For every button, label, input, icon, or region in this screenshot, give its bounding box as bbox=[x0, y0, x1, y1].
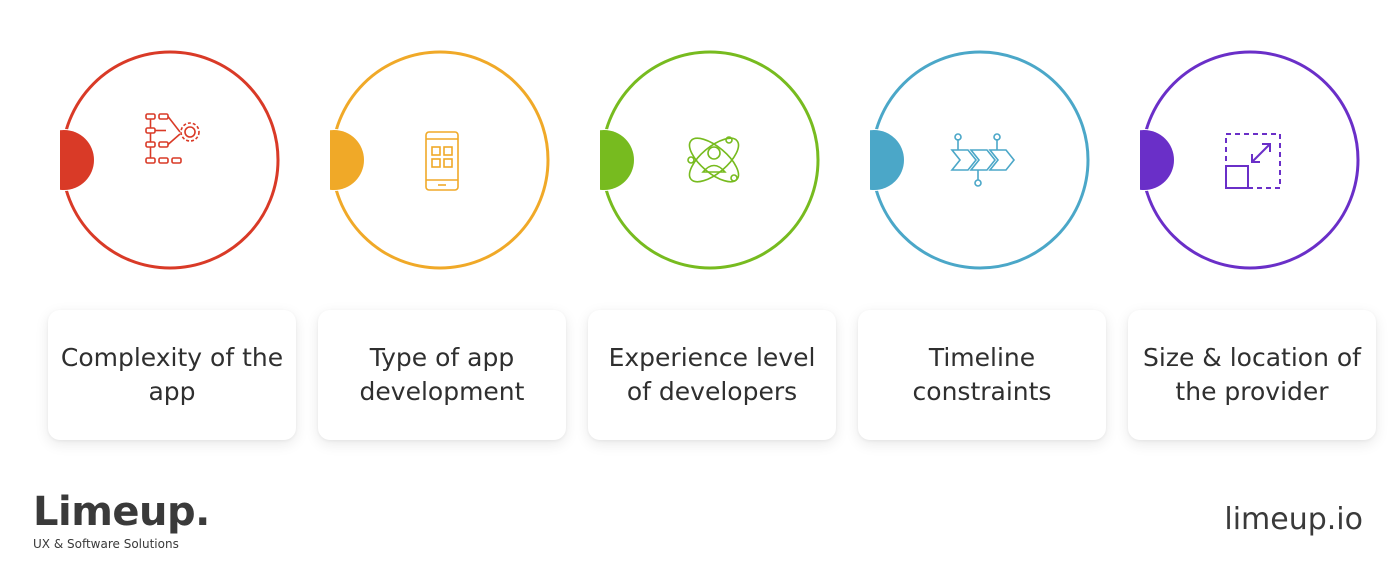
developer-orbit-icon bbox=[687, 136, 740, 183]
factor-ring bbox=[330, 50, 550, 270]
factor-dot bbox=[60, 130, 94, 190]
factor-ring bbox=[600, 50, 820, 270]
workflow-gear-icon bbox=[145, 113, 200, 164]
factor-card: Type of app development bbox=[318, 310, 566, 440]
factor-dot bbox=[870, 130, 904, 190]
factor-card: Complexity of the app bbox=[48, 310, 296, 440]
factor-ring bbox=[1140, 50, 1360, 270]
brand-logo: Limeup. UX & Software Solutions bbox=[33, 488, 210, 551]
factor-label: Type of app development bbox=[359, 343, 525, 406]
factor-label: Experience level of developers bbox=[608, 343, 816, 406]
factor-item-timeline: Timeline constraints bbox=[840, 0, 1110, 440]
timeline-chevrons-icon bbox=[950, 133, 1016, 187]
factor-item-experience: Experience level of developers bbox=[570, 0, 840, 440]
factor-label: Timeline constraints bbox=[912, 343, 1052, 406]
factor-ring bbox=[870, 50, 1090, 270]
factor-ring bbox=[60, 50, 280, 270]
factor-label: Size & location of the provider bbox=[1143, 343, 1361, 406]
factor-item-type: Type of app development bbox=[300, 0, 570, 440]
factor-card: Experience level of developers bbox=[588, 310, 836, 440]
resize-scale-icon bbox=[1225, 133, 1281, 189]
factor-dot bbox=[600, 130, 634, 190]
factor-card: Size & location of the provider bbox=[1128, 310, 1376, 440]
factor-label: Complexity of the app bbox=[60, 343, 284, 406]
brand-name: Limeup. bbox=[33, 489, 210, 535]
factor-item-complexity: Complexity of the app bbox=[30, 0, 300, 440]
brand-tagline: UX & Software Solutions bbox=[33, 537, 179, 551]
factor-card: Timeline constraints bbox=[858, 310, 1106, 440]
site-url: limeup.io bbox=[1224, 502, 1363, 537]
factor-dot bbox=[330, 130, 364, 190]
factor-dot bbox=[1140, 130, 1174, 190]
factor-item-size-location: Size & location of the provider bbox=[1110, 0, 1380, 440]
smartphone-apps-icon bbox=[425, 131, 459, 191]
